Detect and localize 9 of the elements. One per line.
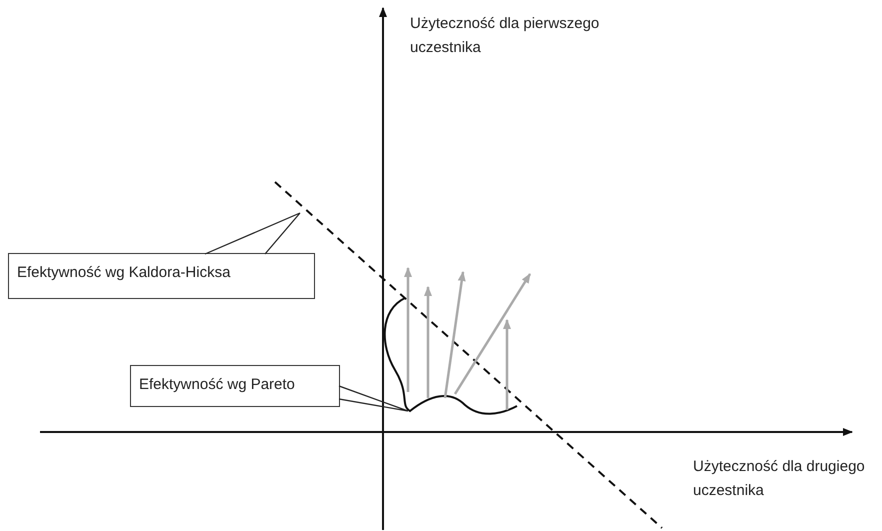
callout-box: Efektywność wg Kaldora-Hicksa <box>8 253 315 299</box>
axis-label: Użyteczność dla drugiego uczestnika <box>693 457 866 501</box>
arrow <box>454 273 532 395</box>
leader-line <box>338 385 409 412</box>
callout-box: Efektywność wg Pareto <box>130 365 340 407</box>
arrow <box>444 271 466 398</box>
axis-label: Użyteczność dla pierwszego uczestnika <box>410 14 600 58</box>
leader-line <box>204 212 301 255</box>
arrow <box>404 267 412 392</box>
